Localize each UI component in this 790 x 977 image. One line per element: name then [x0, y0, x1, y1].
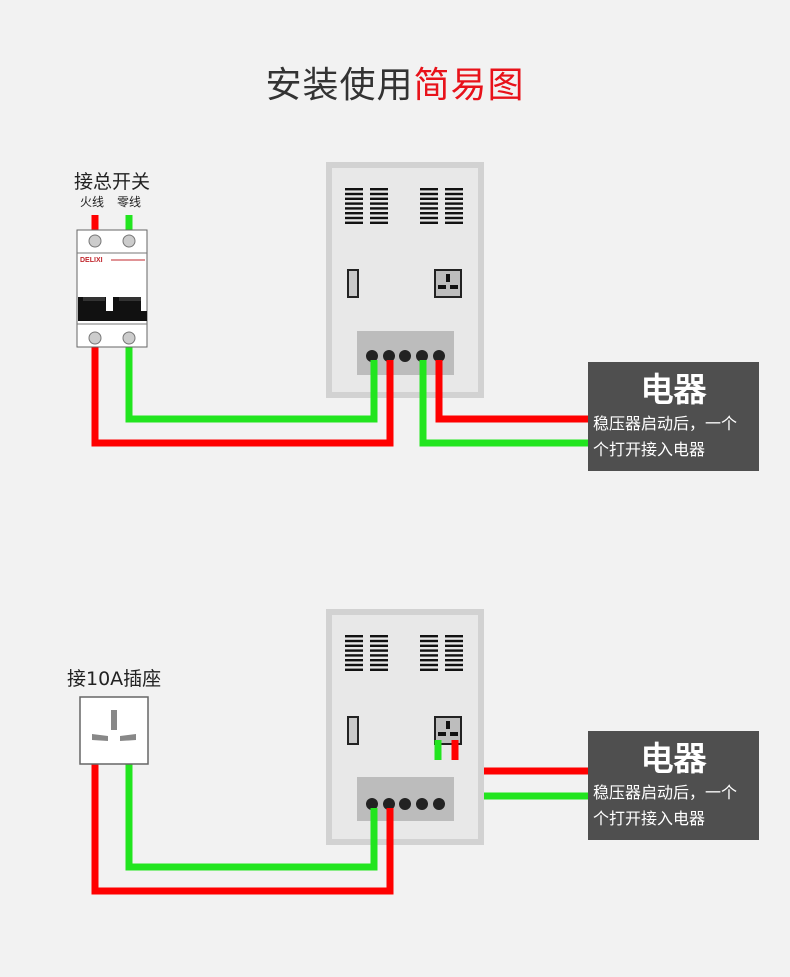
- socket-source-label: 接10A插座: [67, 668, 162, 690]
- appliance-box-top: 电器 稳压器启动后，一个 个打开接入电器: [588, 362, 759, 471]
- output-socket-icon: [434, 269, 462, 298]
- live-wire-label: 火线: [80, 195, 105, 209]
- appliance-title: 电器: [640, 739, 707, 778]
- voltage-regulator-top: [326, 162, 484, 398]
- neutral-wire-label: 零线: [117, 195, 142, 209]
- appliance-title: 电器: [640, 370, 707, 409]
- output-socket-icon: [434, 716, 462, 745]
- power-switch-icon: [347, 269, 359, 298]
- appliance-desc-line2: 个打开接入电器: [593, 809, 706, 828]
- power-switch-icon: [347, 716, 359, 745]
- circuit-breaker: DELIXI: [76, 229, 148, 348]
- appliance-desc-line2: 个打开接入电器: [593, 440, 706, 459]
- wall-socket: [79, 696, 149, 765]
- top-diagram: DELIXI: [76, 162, 590, 447]
- appliance-box-bottom: 电器 稳压器启动后，一个 个打开接入电器: [588, 731, 759, 840]
- live-wire-in: [91, 760, 394, 895]
- voltage-regulator-bottom: [326, 609, 484, 845]
- title-main: 安装使用: [265, 65, 414, 106]
- breaker-brand: DELIXI: [80, 257, 103, 264]
- bottom-diagram: [79, 609, 590, 895]
- appliance-desc-line1: 稳压器启动后，一个: [593, 783, 738, 802]
- page-title: 安装使用简易图: [0, 56, 790, 108]
- title-accent: 简易图: [413, 65, 525, 106]
- live-wire-in: [91, 340, 394, 447]
- main-switch-label: 接总开关: [74, 171, 151, 193]
- appliance-desc-line1: 稳压器启动后，一个: [593, 414, 738, 433]
